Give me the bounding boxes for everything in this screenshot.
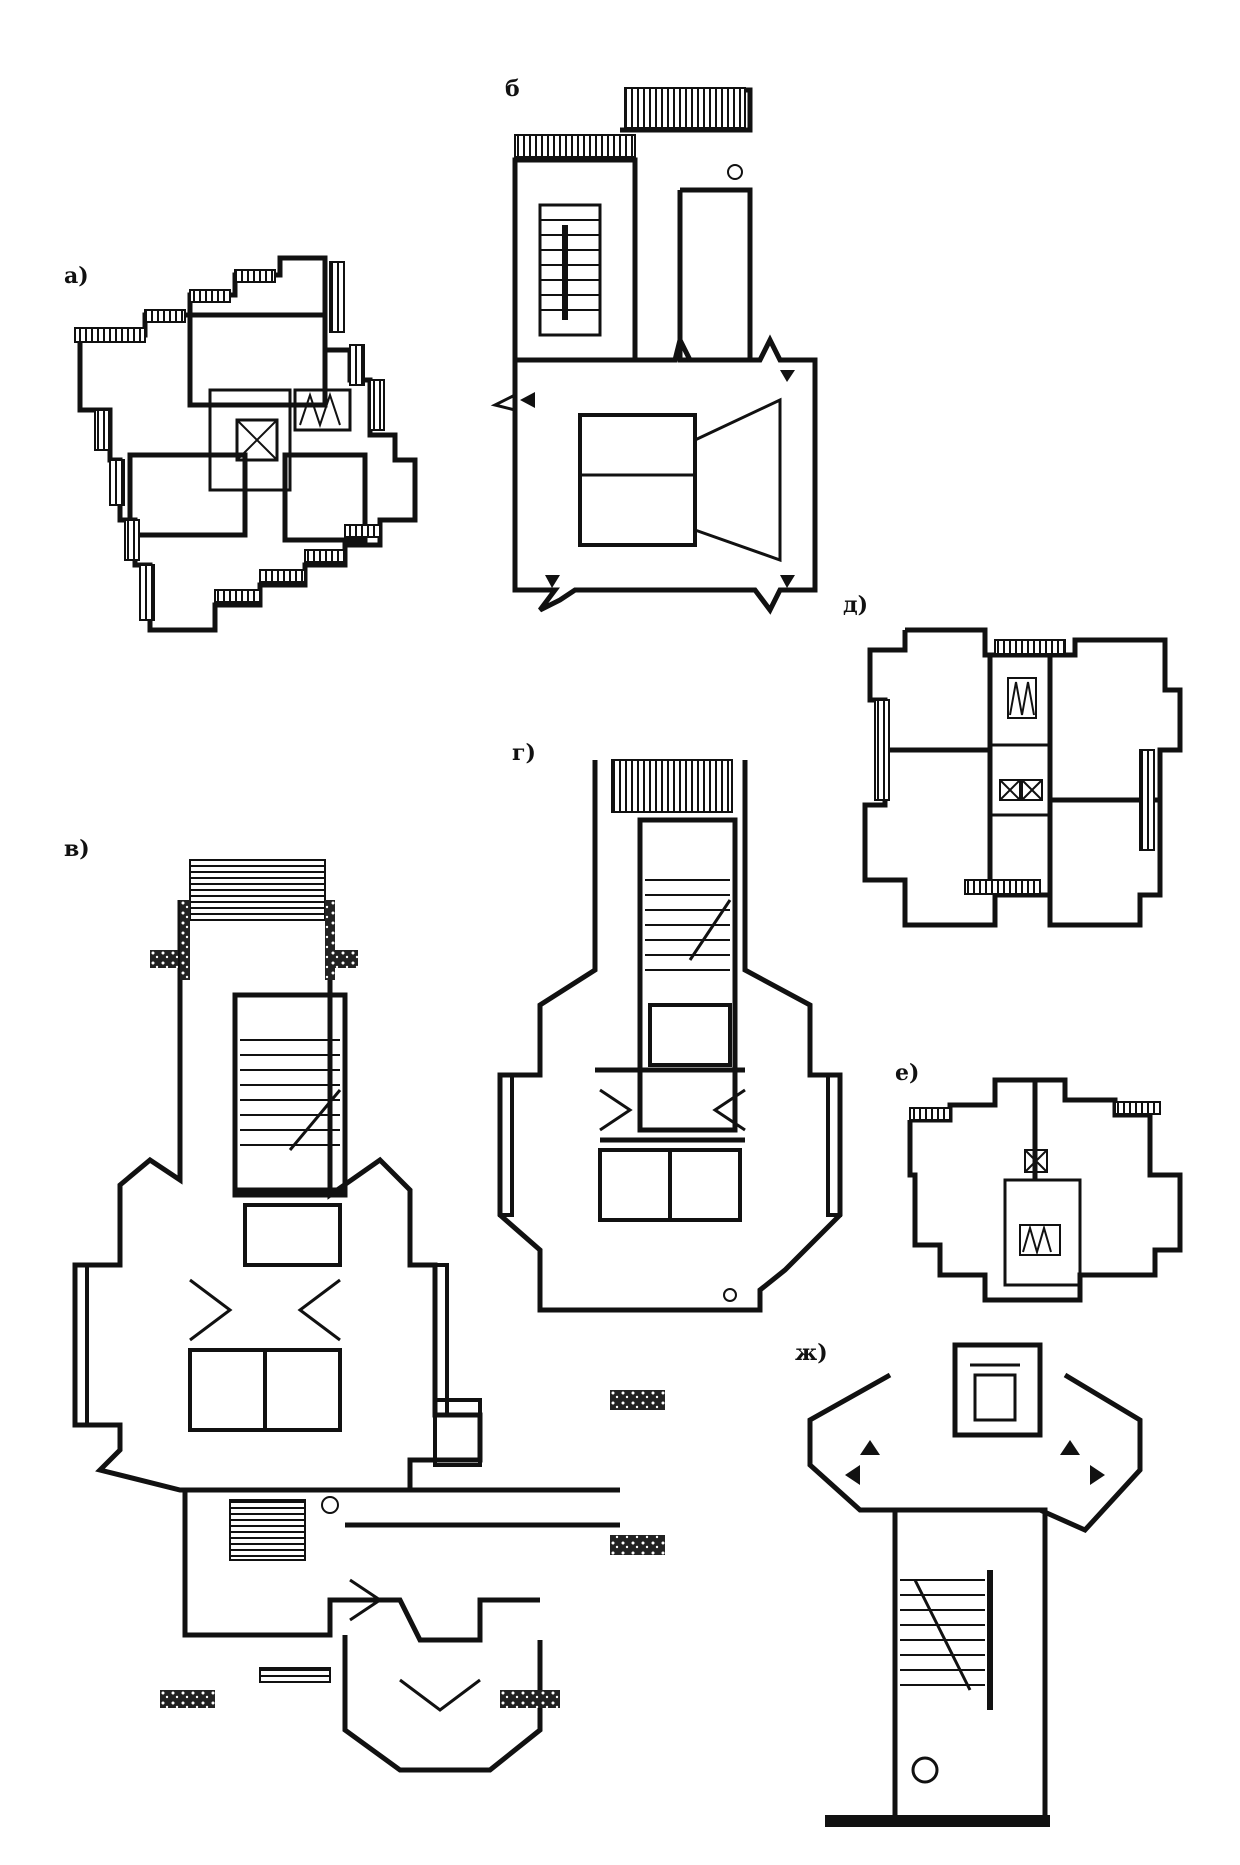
plan-b — [490, 87, 818, 615]
plan-zh-base-wall — [825, 1815, 1050, 1827]
plan-label-b: б — [505, 76, 520, 102]
plan-label-d: д) — [843, 592, 869, 618]
plan-label-zh: ж) — [795, 1340, 828, 1366]
plan-v-stairs — [189, 859, 342, 1683]
plan-g-stairs — [645, 879, 732, 971]
plan-label-e: е) — [895, 1060, 920, 1086]
plan-a-balconies — [74, 261, 385, 621]
plan-v — [72, 900, 620, 1773]
plan-g — [497, 760, 843, 1313]
plan-zh-stairs — [900, 1579, 985, 1691]
plan-b-balcony-2 — [624, 87, 746, 129]
plan-d-lifts — [999, 677, 1043, 801]
plan-b-balcony-1 — [514, 134, 636, 158]
plan-label-g: г) — [512, 740, 536, 766]
plan-b-chute — [727, 164, 743, 180]
plan-b-stairs — [540, 219, 600, 311]
plan-a — [75, 255, 418, 633]
plan-label-v: в) — [64, 836, 90, 862]
plan-g-balcony — [611, 759, 733, 813]
plan-zh — [807, 1342, 1143, 1823]
plan-b-arrow — [520, 392, 535, 408]
plan-label-a: а) — [64, 263, 89, 289]
